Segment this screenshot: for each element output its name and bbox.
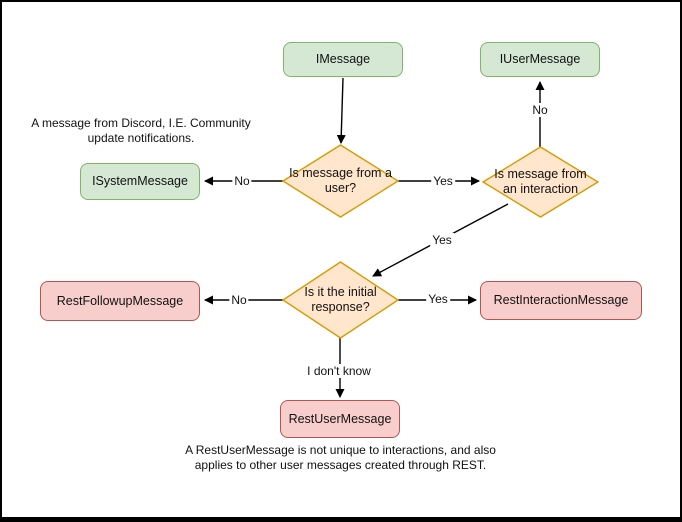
decision-is-initial-response	[281, 261, 400, 339]
node-restfollowupmessage: RestFollowupMessage	[40, 281, 200, 321]
edge-label-initial-no: No	[229, 293, 249, 307]
node-isystemmessage: ISystemMessage	[80, 163, 200, 200]
edge-label-user-no: No	[232, 174, 252, 188]
node-imessage: IMessage	[283, 42, 403, 77]
decision-is-from-interaction	[481, 146, 600, 218]
node-iusermessage: IUserMessage	[480, 42, 600, 77]
annotation-isystemmessage-note: A message from Discord, I.E. Community u…	[31, 116, 251, 145]
annotation-restusermessage-note: A RestUserMessage is not unique to inter…	[185, 443, 496, 472]
edge-label-initial-unknown: I don't know	[305, 364, 373, 378]
decision-is-from-user	[281, 144, 400, 218]
edge-label-user-yes: Yes	[431, 174, 455, 188]
edge-label-interaction-yes: Yes	[430, 233, 454, 247]
node-restusermessage: RestUserMessage	[280, 400, 400, 438]
edge-label-interaction-no: No	[530, 103, 550, 117]
node-restinteractionmessage: RestInteractionMessage	[480, 281, 642, 320]
edge-label-initial-yes: Yes	[426, 292, 450, 306]
edge-imessage-to-from-user	[336, 77, 346, 144]
